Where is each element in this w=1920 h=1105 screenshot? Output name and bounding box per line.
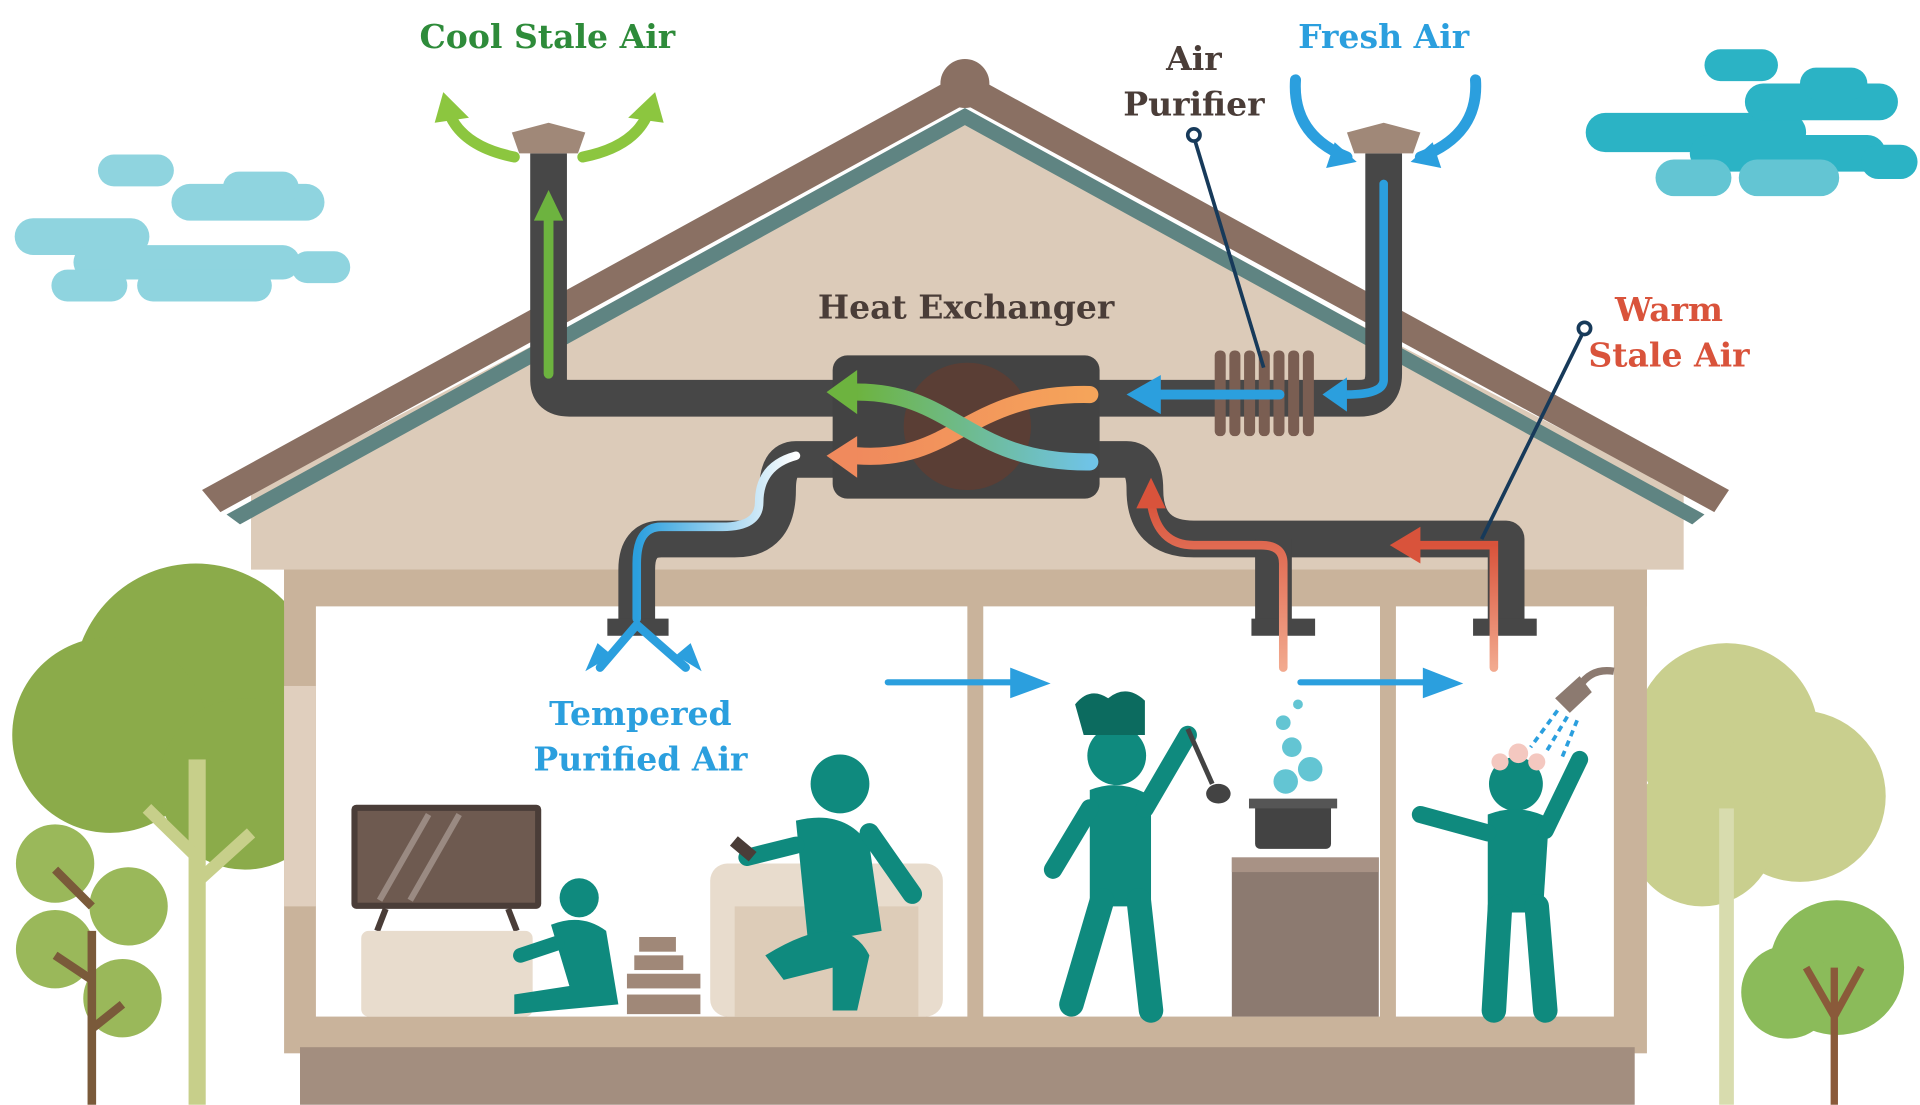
chef (1043, 691, 1197, 1023)
living-room (351, 754, 943, 1017)
vent-caps (511, 122, 1537, 636)
toy-blocks (626, 936, 701, 1015)
label-air-purifier-2: Purifier (1123, 84, 1265, 123)
cloud-left (14, 154, 351, 302)
trees-left (12, 563, 331, 1105)
cloud-right (1585, 49, 1918, 197)
label-warm-stale-air-2: Stale Air (1588, 335, 1750, 374)
child (513, 878, 619, 1015)
label-cool-stale-air: Cool Stale Air (420, 17, 676, 56)
seated-person (738, 754, 923, 1011)
showering-person (1411, 750, 1589, 1023)
label-air-purifier-1: Air (1165, 39, 1222, 78)
label-tempered-2: Purified Air (533, 739, 748, 778)
trees-right (1628, 643, 1905, 1105)
soap-bubbles (1491, 743, 1546, 771)
label-tempered-1: Tempered (549, 694, 731, 733)
heat-exchanger (826, 355, 1100, 499)
kitchen (1043, 691, 1379, 1023)
bathroom (1411, 667, 1615, 1023)
label-warm-stale-air-1: Warm (1614, 290, 1723, 329)
callout-lines (1185, 126, 1593, 540)
label-fresh-air: Fresh Air (1298, 17, 1470, 56)
steam (1273, 699, 1323, 794)
label-heat-exchanger: Heat Exchanger (818, 288, 1115, 327)
airflow-arrows (434, 74, 1499, 699)
